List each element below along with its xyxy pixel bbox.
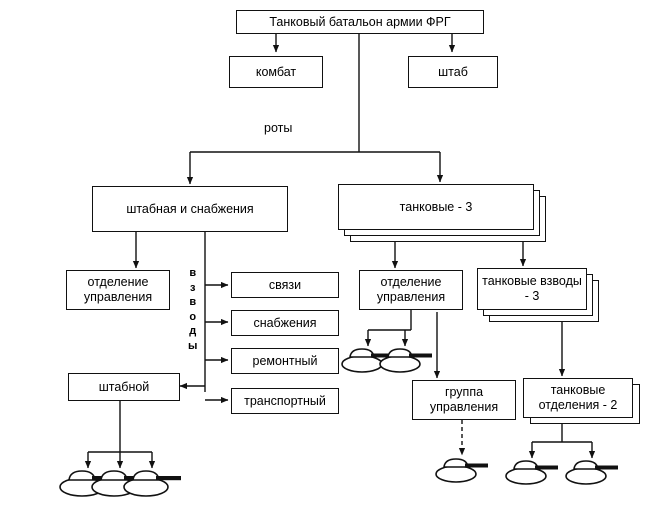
tank-icon	[565, 460, 618, 485]
tank-icon	[379, 348, 432, 373]
label-vzvody-vertical: в з в о д ы	[188, 266, 197, 353]
vzvody-letter: д	[189, 325, 197, 338]
vzvody-letter: ы	[188, 339, 198, 352]
node-root-battalion[interactable]: Танковый батальон армии ФРГ	[236, 10, 484, 34]
node-left-control-section[interactable]: отделение управления	[66, 270, 170, 310]
vzvody-letter: о	[189, 310, 197, 323]
vzvody-letter: з	[189, 281, 196, 294]
tank-icon	[123, 470, 181, 497]
node-tank-companies[interactable]: танковые - 3	[338, 184, 534, 230]
vzvody-letter: в	[189, 296, 197, 309]
node-kombat[interactable]: комбат	[229, 56, 323, 88]
tank-icon	[505, 460, 558, 485]
node-platoon-supply[interactable]: снабжения	[231, 310, 339, 336]
node-staff-supply-company[interactable]: штабная и снабжения	[92, 186, 288, 232]
tank-icon	[435, 458, 488, 483]
node-control-group[interactable]: группа управления	[412, 380, 516, 420]
node-shtab[interactable]: штаб	[408, 56, 498, 88]
vzvody-letter: в	[189, 267, 197, 279]
node-tank-platoons[interactable]: танковые взводы - 3	[477, 268, 587, 310]
node-staff-platoon[interactable]: штабной	[68, 373, 180, 401]
node-tank-squads[interactable]: танковые отделения - 2	[523, 378, 633, 418]
node-platoon-repair[interactable]: ремонтный	[231, 348, 339, 374]
node-platoon-signals[interactable]: связи	[231, 272, 339, 298]
node-mid-control-section[interactable]: отделение управления	[359, 270, 463, 310]
node-platoon-transport[interactable]: транспортный	[231, 388, 339, 414]
label-roty: роты	[264, 121, 293, 135]
